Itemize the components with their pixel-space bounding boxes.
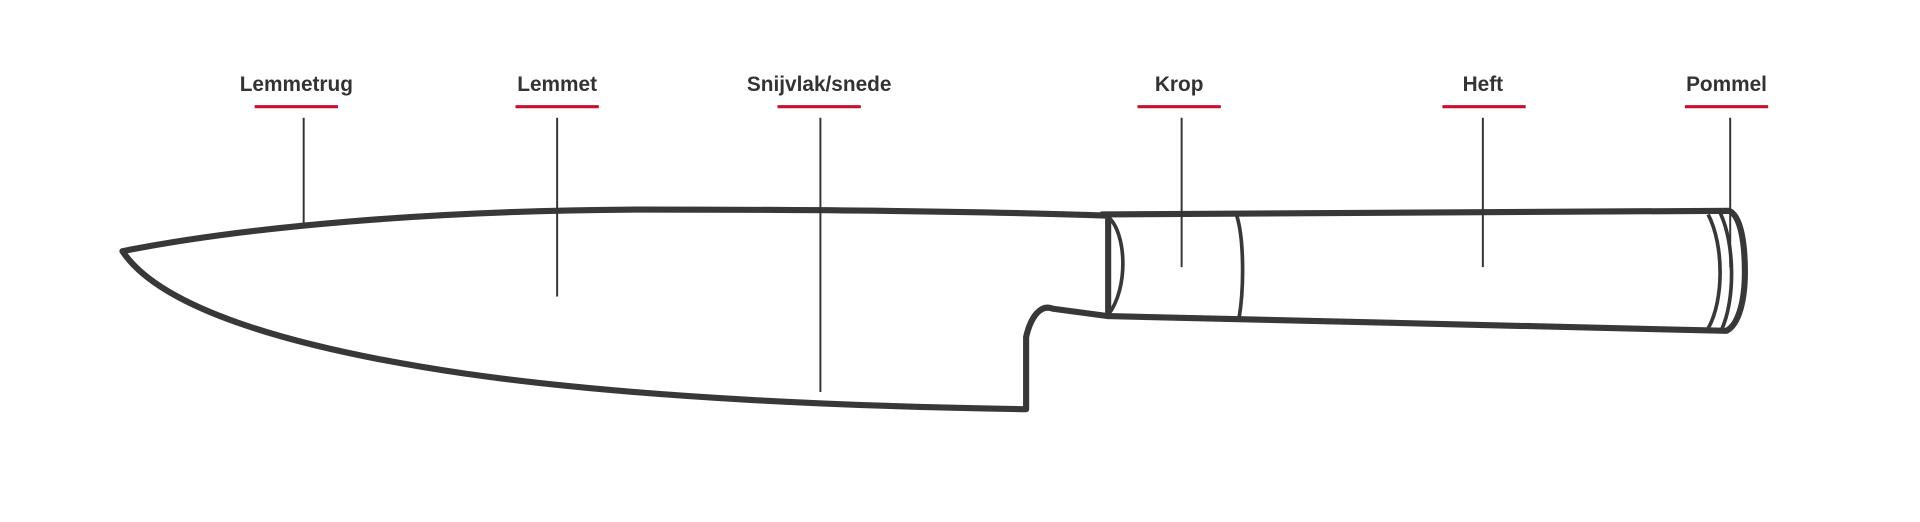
label-text: Heft [1463, 73, 1504, 96]
label-text: Pommel [1686, 73, 1767, 96]
knife-illustration [119, 206, 1748, 413]
pommel-inner-ring [1706, 213, 1722, 330]
label-lemmet: Lemmet [515, 73, 599, 297]
bolster-back-ring [1234, 215, 1245, 318]
label-text: Krop [1155, 73, 1204, 96]
pommel-outer-ring [1718, 212, 1734, 331]
label-text: Lemmetrug [240, 73, 353, 96]
label-heft: Heft [1442, 73, 1526, 268]
knife-blade [119, 206, 1112, 413]
bolster-front-ring [1106, 215, 1125, 316]
label-lemmetrug: Lemmetrug [240, 73, 353, 224]
label-krop: Krop [1137, 73, 1221, 268]
label-text: Snijvlak/snede [747, 73, 892, 96]
label-snijvlak: Snijvlak/snede [747, 73, 892, 393]
label-pommel: Pommel [1684, 73, 1769, 268]
knife-handle [1098, 207, 1748, 334]
label-text: Lemmet [517, 73, 597, 96]
